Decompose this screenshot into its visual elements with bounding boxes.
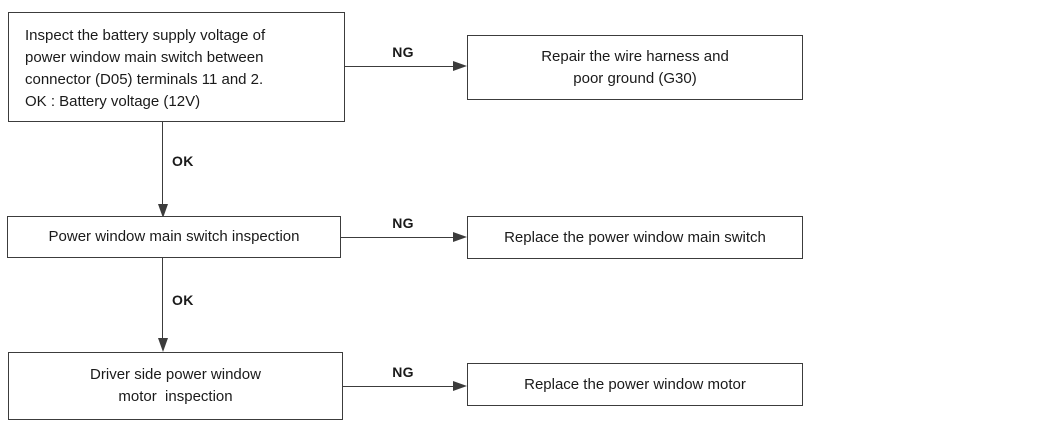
ng3-label: NG	[392, 364, 414, 380]
flow-box-motor-inspection: Driver side power window motor inspectio…	[8, 352, 343, 420]
ng3-arrowhead-icon	[453, 381, 467, 391]
flow-box-replace-motor: Replace the power window motor	[467, 363, 803, 406]
ok1-arrowhead-icon	[158, 204, 168, 218]
ng1-label: NG	[392, 44, 414, 60]
ok1-label: OK	[172, 153, 194, 169]
flow-box-repair-wire-harness: Repair the wire harness and poor ground …	[467, 35, 803, 100]
ng3-connector-line	[343, 386, 455, 387]
ok2-arrowhead-icon	[158, 338, 168, 352]
ng1-arrowhead-icon	[453, 61, 467, 71]
flow-box-replace-main-switch: Replace the power window main switch	[467, 216, 803, 259]
ng1-connector-line	[345, 66, 455, 67]
ng2-arrowhead-icon	[453, 232, 467, 242]
ok2-connector-line	[162, 258, 163, 338]
flow-box-battery-voltage-inspection: Inspect the battery supply voltage of po…	[8, 12, 345, 122]
ng2-connector-line	[341, 237, 455, 238]
ok1-connector-line	[162, 122, 163, 204]
ok2-label: OK	[172, 292, 194, 308]
flow-box-main-switch-inspection: Power window main switch inspection	[7, 216, 341, 258]
ng2-label: NG	[392, 215, 414, 231]
